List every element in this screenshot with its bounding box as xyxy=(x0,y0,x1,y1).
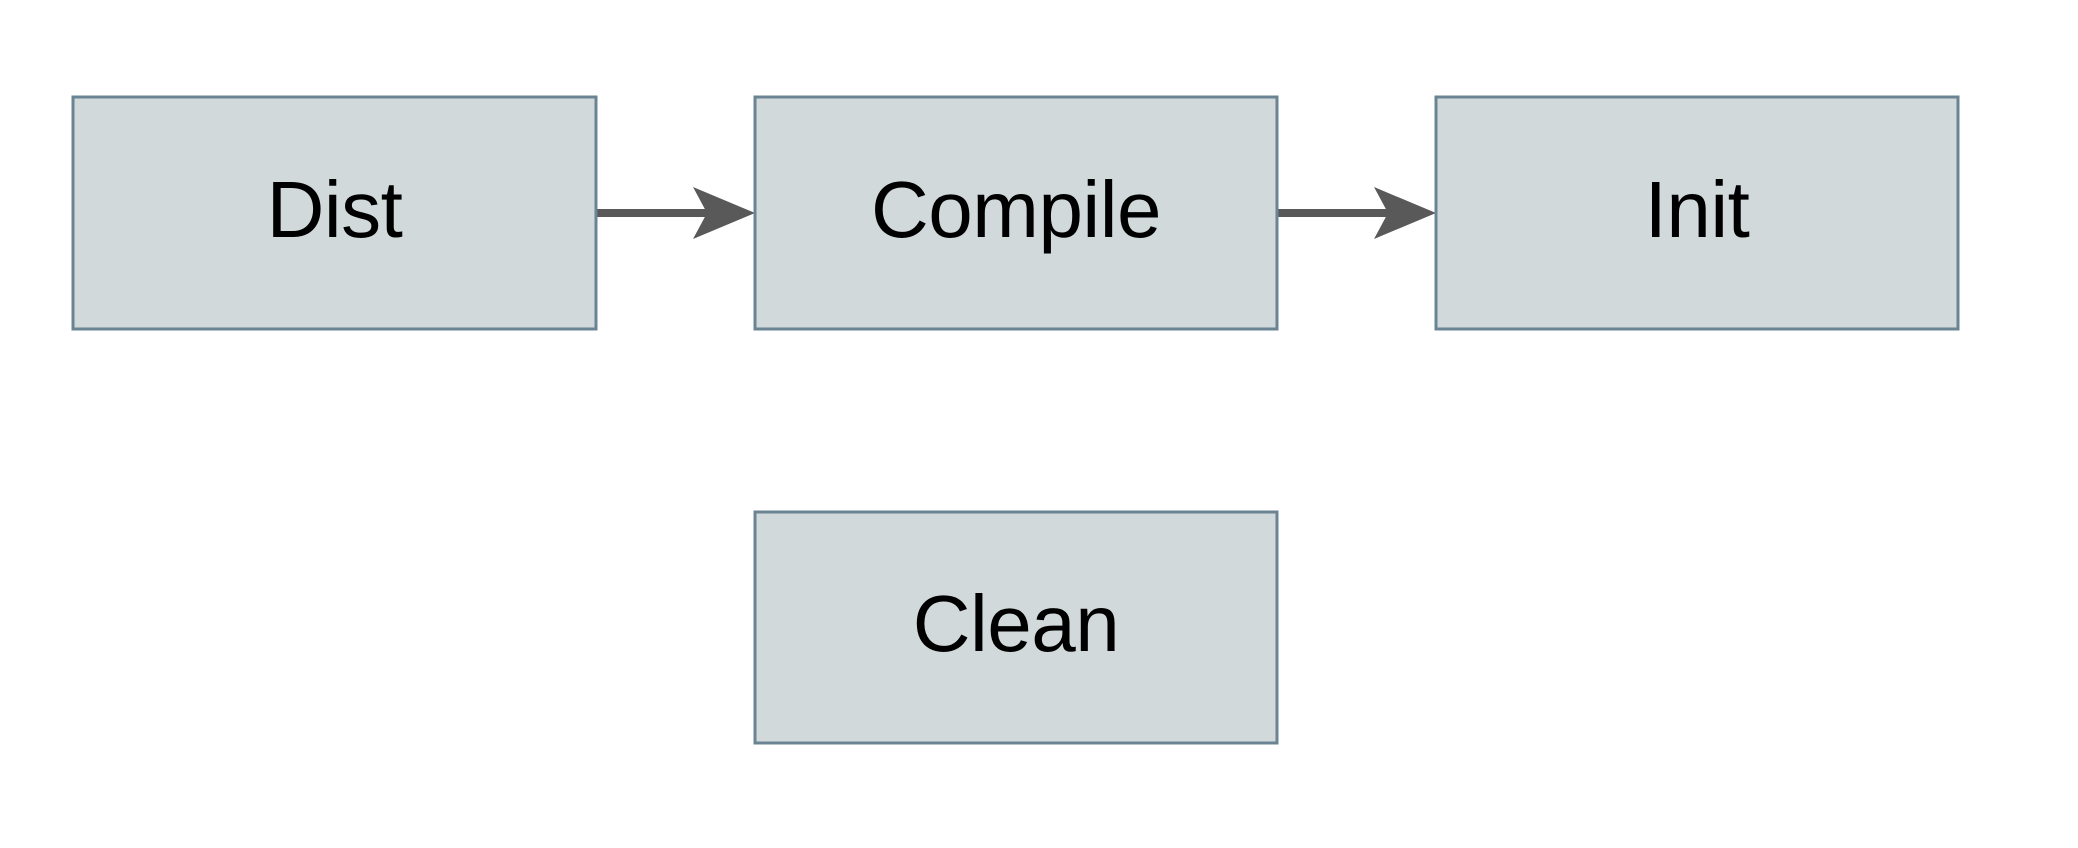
arrowhead-icon xyxy=(1374,187,1436,239)
edge-dist-to-compile[interactable] xyxy=(596,187,755,239)
node-shape xyxy=(753,95,1279,331)
node-clean[interactable]: Clean xyxy=(753,510,1279,745)
node-init[interactable]: Init xyxy=(1434,95,1960,331)
node-dist[interactable]: Dist xyxy=(71,95,598,331)
node-label-dist: Dist xyxy=(267,165,403,254)
node-label-clean: Clean xyxy=(913,579,1120,668)
node-shape xyxy=(753,510,1279,745)
node-shape xyxy=(1434,95,1960,331)
node-label-init: Init xyxy=(1645,165,1750,254)
node-compile[interactable]: Compile xyxy=(753,95,1279,331)
edge-compile-to-init[interactable] xyxy=(1277,187,1436,239)
node-shape xyxy=(71,95,598,331)
arrowhead-icon xyxy=(693,187,755,239)
node-label-compile: Compile xyxy=(871,165,1161,254)
